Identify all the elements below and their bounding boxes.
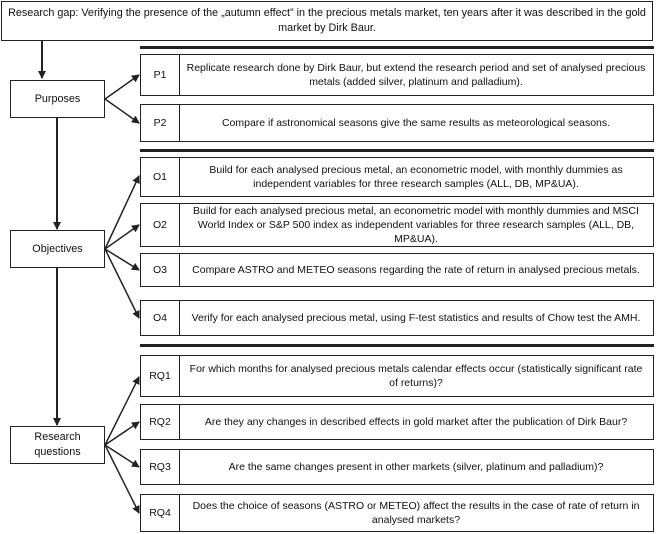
arrow-to-rq3 [104, 444, 140, 468]
research-questions-label: Research questions [34, 431, 81, 458]
arrow-to-o4 [104, 248, 140, 319]
objective-code: O2 [141, 204, 180, 246]
arrow-to-rq2 [104, 421, 140, 446]
objective-text: Build for each analysed precious metal, … [193, 204, 639, 246]
research-gap-box: Research gap: Verifying the presence of … [1, 1, 653, 41]
purpose-text: Compare if astronomical seasons give the… [221, 116, 611, 129]
objective-row-o1: O1 Build for each analysed precious meta… [140, 157, 654, 197]
arrow-to-o2 [104, 224, 140, 250]
purpose-text: Replicate research done by Dirk Baur, bu… [186, 61, 646, 88]
rq-code: RQ4 [141, 495, 180, 531]
purpose-row-p1: P1 Replicate research done by Dirk Baur,… [140, 54, 654, 96]
arrow-to-rq4 [104, 444, 140, 514]
purposes-label: Purposes [34, 92, 81, 105]
objective-text: Build for each analysed precious metal, … [209, 163, 623, 190]
rq-row-rq2: RQ2 Are they any changes in described ef… [140, 404, 654, 440]
objectives-separator [140, 149, 654, 152]
objective-text: Compare ASTRO and METEO seasons regardin… [192, 263, 640, 276]
rq-code: RQ3 [141, 450, 180, 484]
purposes-box: Purposes [10, 80, 105, 118]
rq-row-rq1: RQ1 For which months for analysed precio… [140, 355, 654, 397]
arrow-to-o3 [104, 248, 140, 271]
objective-row-o2: O2 Build for each analysed precious meta… [140, 203, 654, 247]
purpose-code: P1 [141, 55, 180, 95]
objectives-label: Objectives [32, 242, 83, 255]
rq-text: Does the choice of seasons (ASTRO or MET… [192, 499, 640, 526]
rq-row-rq3: RQ3 Are the same changes present in othe… [140, 449, 654, 485]
arrow-to-p1 [104, 74, 140, 100]
research-questions-box: Research questions [10, 426, 105, 464]
purpose-row-p2: P2 Compare if astronomical seasons give … [140, 104, 654, 142]
arrow-to-p2 [104, 98, 140, 124]
objective-code: O4 [141, 301, 180, 335]
rq-text: For which months for analysed precious m… [189, 362, 643, 389]
rq-row-rq4: RQ4 Does the choice of seasons (ASTRO or… [140, 494, 654, 532]
rq-text: Are they any changes in described effect… [204, 415, 628, 428]
rq-code: RQ2 [141, 405, 180, 439]
purposes-separator [140, 46, 654, 49]
objective-row-o4: O4 Verify for each analysed precious met… [140, 300, 654, 336]
purpose-code: P2 [141, 105, 180, 141]
objective-code: O3 [141, 254, 180, 286]
arrow-to-o1 [104, 175, 140, 250]
rq-code: RQ1 [141, 356, 180, 396]
objectives-box: Objectives [10, 230, 105, 268]
objective-row-o3: O3 Compare ASTRO and METEO seasons regar… [140, 253, 654, 287]
objective-code: O1 [141, 158, 180, 196]
rq-text: Are the same changes present in other ma… [228, 460, 604, 473]
arrow-to-rq1 [104, 376, 140, 446]
rq-separator [140, 344, 654, 347]
research-gap-text: Research gap: Verifying the presence of … [8, 7, 646, 34]
objective-text: Verify for each analysed precious metal,… [191, 311, 641, 324]
